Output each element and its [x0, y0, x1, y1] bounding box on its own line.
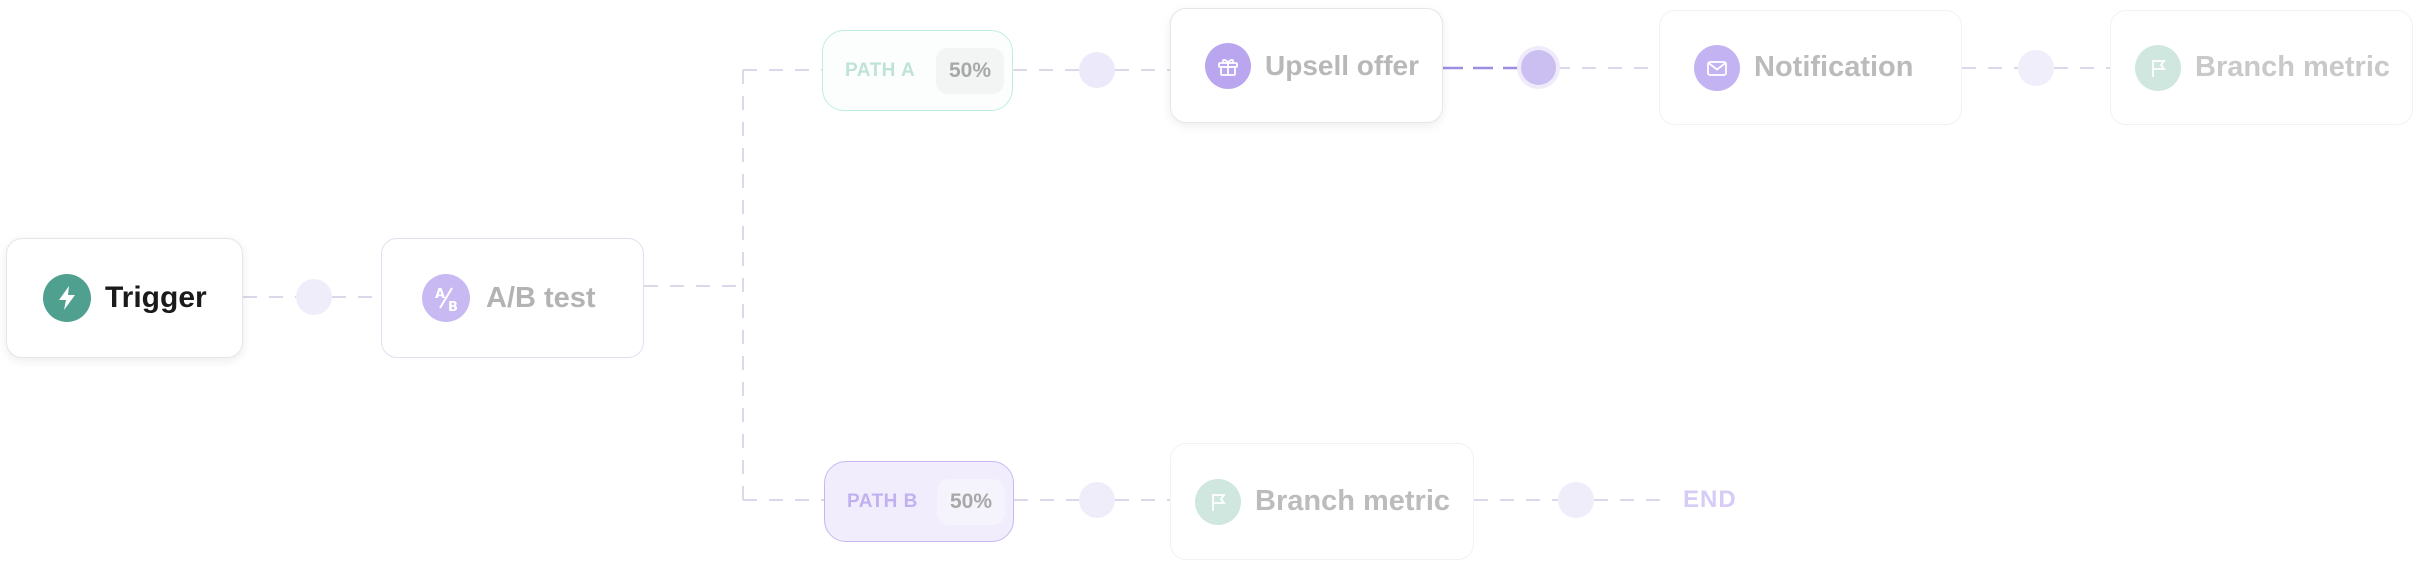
path-b-percent: 50% [936, 478, 1005, 525]
flag-icon [2135, 44, 2181, 91]
envelope-icon [1694, 44, 1740, 91]
branch-metric-a-node[interactable]: Branch metric [2110, 10, 2413, 125]
notification-label: Notification [1754, 51, 1914, 83]
ab-test-label: A/B test [486, 281, 596, 314]
connector-dot-metric-b[interactable] [1558, 482, 1594, 518]
lightning-bolt-icon [43, 274, 91, 322]
path-a-percent: 50% [935, 47, 1004, 94]
branch-metric-a-label: Branch metric [2195, 51, 2391, 83]
branch-metric-b-node[interactable]: Branch metric [1170, 443, 1474, 560]
connector-dot-trigger[interactable] [296, 279, 332, 315]
connector-dot-path-b[interactable] [1079, 482, 1115, 518]
flag-icon [1195, 478, 1241, 525]
ab-icon-letter-b: B [448, 300, 458, 315]
path-b-pill[interactable]: PATH B 50% [824, 461, 1014, 542]
path-a-name: PATH A [845, 59, 916, 81]
notification-node[interactable]: Notification [1659, 10, 1962, 125]
path-a-pill[interactable]: PATH A 50% [822, 30, 1013, 111]
trigger-node[interactable]: Trigger [6, 238, 243, 358]
ab-icon-letter-a: A [435, 287, 445, 302]
connector-dot-path-a[interactable] [1079, 52, 1115, 88]
connector-dot-notification[interactable] [2018, 50, 2054, 86]
path-b-name: PATH B [847, 490, 918, 512]
connector-dot-upsell-active[interactable] [1521, 50, 1556, 85]
gift-icon [1205, 42, 1251, 89]
branch-metric-b-label: Branch metric [1255, 485, 1451, 517]
ab-test-node[interactable]: A B A/B test [381, 238, 644, 358]
end-label: END [1683, 486, 1737, 513]
trigger-label: Trigger [105, 281, 207, 314]
upsell-offer-label: Upsell offer [1265, 49, 1420, 81]
upsell-offer-node[interactable]: Upsell offer [1170, 8, 1443, 123]
ab-test-icon: A B [422, 274, 470, 322]
